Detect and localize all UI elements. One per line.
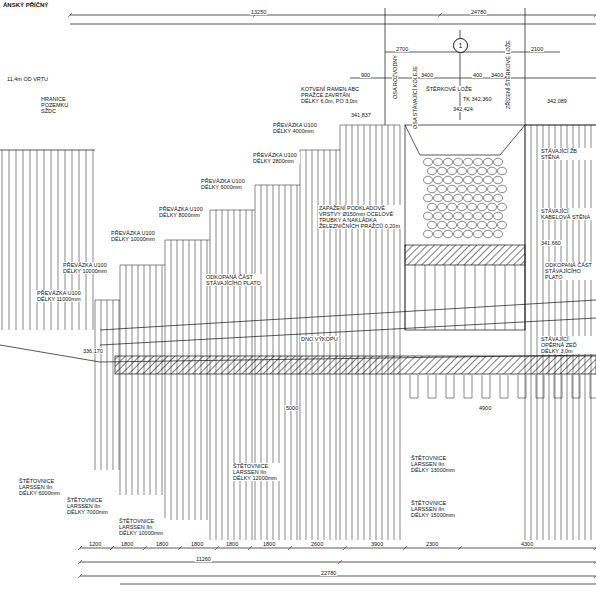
annotation-label: ODKOPANÁ ČÁST STÁVAJÍCÍHO PLATO xyxy=(544,262,594,280)
annotation-label: 1800 xyxy=(225,541,239,547)
annotation-label: DNO VÝKOPU xyxy=(300,336,339,342)
annotation-label: 900 xyxy=(360,72,371,78)
annotation-label: STÁVAJÍCÍ KABELOVÁ STĚNA xyxy=(540,208,594,220)
annotation-label: 342,089 xyxy=(546,98,568,104)
annotation-label: 4300 xyxy=(520,541,534,547)
annotation-label: 1800 xyxy=(190,541,204,547)
annotation-label: 11,4m OD VRTU xyxy=(6,76,49,82)
annotation-label: 341,660 xyxy=(540,240,562,246)
annotation-label: 342,424 xyxy=(452,106,474,112)
annotation-label: HRANICE POZEMKU SŽDC xyxy=(40,96,80,114)
annotation-label: 400 xyxy=(472,72,483,78)
annotation-label: PŘEVÁZKA U100 DÉLKY 10000mm xyxy=(110,230,158,242)
annotation-label: 1200 xyxy=(88,541,102,547)
annotation-label: KOTVENÍ RAMEN ABC PRAŽCE ZAVRTÁN DÉLKY 6… xyxy=(300,86,370,104)
annotation-label: 1800 xyxy=(120,541,134,547)
annotation-label: ZAPAŽENÍ PODKLADOVÉ VRSTVY Ø150mm OCELOV… xyxy=(318,205,402,229)
annotation-label: 341,837 xyxy=(350,112,372,118)
annotation-label: ODKOPANÁ ČÁST STÁVAJÍCÍHO PLATO xyxy=(205,274,262,286)
annotation-label: 1800 xyxy=(262,541,276,547)
annotation-label: PŘEVÁZKA U100 DÉLKY 8000mm xyxy=(158,206,206,218)
annotation-label: 2700 xyxy=(395,46,409,52)
annotation-label: 22780 xyxy=(320,570,337,576)
annotation-label: ŠTĚRKOVÉ LOŽE xyxy=(425,86,473,92)
annotation-label: PŘEVÁZKA U100 DÉLKY 2800mm xyxy=(252,152,300,164)
annotation-label: OSA ROZVODNY xyxy=(392,54,398,100)
annotation-label: 24780 xyxy=(470,9,487,15)
annotation-label: STÁVAJÍCÍ ŽB STĚNA xyxy=(540,148,594,160)
annotation-label: 2100 xyxy=(530,46,544,52)
callout-circle: 1 xyxy=(453,38,468,53)
annotation-label: ŠTĚTOVNICE LARSSEN IIn DÉLKY 10000mm xyxy=(118,518,166,536)
annotation-label: 4900 xyxy=(478,405,492,411)
annotation-label: PŘEVÁZKA U100 DÉLKY 4000mm xyxy=(272,122,320,134)
annotation-label: OSA STÁVAJÍCÍ KOLEJE xyxy=(412,65,418,130)
annotation-label: 5000 xyxy=(285,405,299,411)
annotation-label: 13250 xyxy=(250,9,267,15)
annotation-label: ŠTĚTOVNICE LARSSEN IIn DÉLKY 12000mm xyxy=(232,463,280,481)
annotation-label: ŠTĚTOVNICE LARSSEN IIn DÉLKY 6000mm xyxy=(18,478,62,496)
annotation-label: TK 342,360 xyxy=(462,96,492,102)
annotation-label: 2300 xyxy=(425,541,439,547)
annotation-label: STÁVAJÍCÍ OPĚRNÁ ZEĎ DÉLKY 3,0m xyxy=(540,336,594,354)
annotation-label: 3400 xyxy=(420,72,434,78)
callout-number: 1 xyxy=(459,42,463,49)
annotation-label: PŘEVÁZKA U100 DÉLKY 11000mm xyxy=(36,290,84,302)
annotation-label: ŠTĚTOVNICE LARSSEN IIn DÉLKY 13000mm xyxy=(410,455,458,473)
annotation-label: ŠTĚTOVNICE LARSSEN IIn DÉLKY 15000mm xyxy=(410,500,458,518)
annotation-label: ZŘÍZENÍ ŠTĚRKOVÉ LOŽE xyxy=(505,39,511,110)
title-fragment: ÁNSKÝ PŘÍČNÝ xyxy=(2,2,49,9)
annotation-label: PŘEVÁZKA U100 DÉLKY 6000mm xyxy=(200,178,248,190)
annotation-label: 3400 xyxy=(490,72,504,78)
annotation-label: 3900 xyxy=(370,541,384,547)
annotation-label: 336,170 xyxy=(82,348,104,354)
annotation-label: 11260 xyxy=(195,556,212,562)
annotation-label: 2600 xyxy=(310,541,324,547)
annotation-label: 1800 xyxy=(155,541,169,547)
annotation-label: ŠTĚTOVNICE LARSSEN IIn DÉLKY 7000mm xyxy=(66,497,110,515)
annotation-label: PŘEVÁZKA U100 DÉLKY 10000mm xyxy=(62,262,110,274)
